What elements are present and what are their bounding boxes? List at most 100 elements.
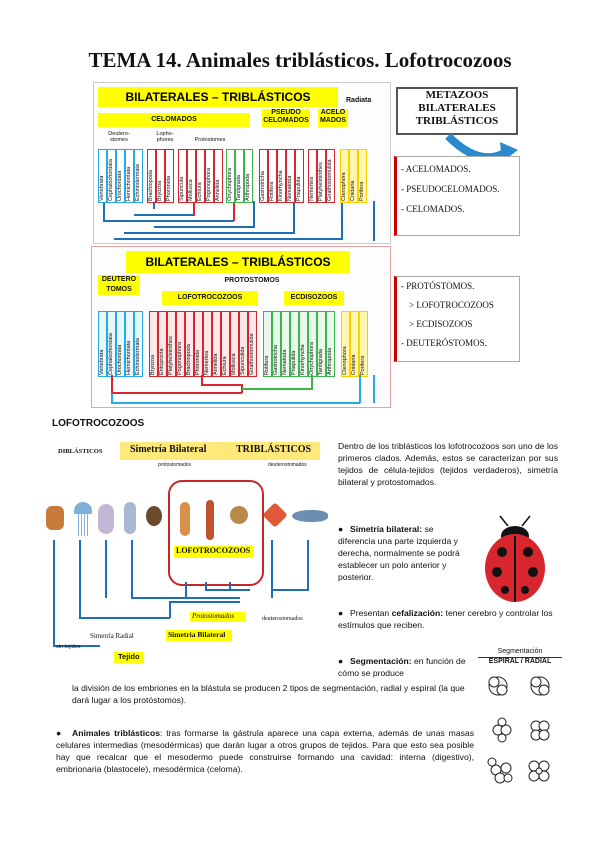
proto-label-bg bbox=[190, 612, 246, 622]
diagram2-column-label: Arthropoda bbox=[326, 311, 335, 377]
diagram2-column-label: Hemichordata bbox=[125, 311, 134, 377]
celoma-item-3: - CELOMADOS. bbox=[401, 204, 465, 214]
cef-label: cefalización: bbox=[391, 608, 444, 618]
metazoos-line-1: METAZOOS bbox=[425, 89, 489, 101]
diagram2-column-label: Sipunculida bbox=[239, 311, 248, 377]
proto-item-3: > ECDISOZOOS bbox=[409, 319, 473, 329]
diagram3-dib: DIBLÁSTICOS bbox=[58, 448, 103, 455]
diagram2-tree bbox=[111, 375, 375, 404]
diagram2-column-label: Urochordata bbox=[116, 311, 125, 377]
celoma-list: - ACELOMADOS. - PSEUDOCELOMADOS. - CELOM… bbox=[394, 156, 520, 236]
seg-label: Segmentación: bbox=[350, 656, 412, 666]
proto-item-1: - PROTÓSTOMOS. bbox=[401, 281, 475, 291]
diagram1-celomados: CELOMADOS bbox=[98, 113, 250, 127]
sim-label: Simetría bilateral: bbox=[350, 524, 423, 534]
diagram1-column-label: Platyhelminthes bbox=[317, 149, 326, 203]
diagram1-column-label: Cephalochordata bbox=[107, 149, 116, 203]
sponge-icon bbox=[46, 506, 64, 530]
diagram3-sub-proto: protostomados bbox=[158, 462, 192, 468]
seg-fig-sub: ESPIRAL / RADIAL bbox=[478, 657, 562, 665]
proto-item-4: - DEUTERÓSTOMOS. bbox=[401, 338, 487, 348]
diagram1-column-label: Kinorhyncha bbox=[277, 149, 286, 203]
diagram3-header-a: Simetría Bilateral bbox=[130, 444, 207, 455]
diagram2-column-label: Gastrotricha bbox=[272, 311, 281, 377]
bullet-dot-icon: ● bbox=[338, 524, 344, 534]
diagram1-pseudocelomados: PSEUDO CELOMADOS bbox=[262, 109, 310, 127]
diagram1-subgroup-proto: Protostomes bbox=[194, 137, 226, 143]
diagram2-proto: PROTOSTOMOS bbox=[224, 277, 280, 284]
diagram3-sin-tejido: sin tejidos bbox=[56, 644, 81, 650]
sim-text: se diferencia una parte izquierda y dere… bbox=[338, 524, 460, 582]
jellyfish-tentacles-icon bbox=[78, 514, 88, 536]
diagram2-column-label: Pogonophora bbox=[176, 311, 185, 377]
diagram3-header-bg bbox=[120, 442, 320, 460]
diagram1-column-label: Ctenophora bbox=[340, 149, 349, 203]
seg-text-2: la división de los embriones en la blást… bbox=[72, 683, 465, 705]
celoma-item-1: - ACELOMADOS. bbox=[401, 164, 471, 174]
diagram1-subgroup-lopho: Lopho- phores bbox=[156, 131, 174, 143]
diagram1-header: BILATERALES – TRIBLÁSTICOS bbox=[98, 87, 338, 107]
diagram1-column-label: Mollusca bbox=[187, 149, 196, 203]
diagram2-column-label: Echinodermata bbox=[134, 311, 143, 377]
diagram1-column-label: Vertebrata bbox=[98, 149, 107, 203]
bullet-segmentacion: ●Segmentación: en función de cómo se pro… bbox=[338, 655, 470, 679]
coral-icon bbox=[98, 504, 114, 534]
diagram2-column-label: Annelida bbox=[212, 311, 221, 377]
starfish-icon bbox=[262, 502, 288, 528]
diagram1-acelomados: ACELO MADOS bbox=[318, 109, 348, 127]
diagram1-column-label: Annelida bbox=[214, 149, 223, 203]
lofo-label-bg bbox=[174, 546, 254, 558]
diagram1-column-label: Brachiopoda bbox=[147, 149, 156, 203]
trib-text: : tras formarse la gástrula aparece una … bbox=[56, 728, 474, 774]
diagram1-column-label: Porifera bbox=[358, 149, 367, 203]
diagram3-header-b: TRIBLÁSTICOS bbox=[236, 444, 312, 455]
insect-icon bbox=[146, 506, 162, 526]
tejido-bg bbox=[114, 652, 144, 663]
metazoos-box: METAZOOS BILATERALES TRIBLÁSTICOS bbox=[396, 87, 518, 135]
squid-icon bbox=[124, 502, 136, 534]
intro-text: Dentro de los triblásticos los lofotroco… bbox=[338, 441, 558, 487]
diagram2-column-label: Cnidaria bbox=[350, 311, 359, 377]
diagram3-sub-deutero: deuterostomados bbox=[268, 462, 307, 468]
diagram2-column-label: Tardigrada bbox=[317, 311, 326, 377]
diagram1-column-label: Phoronida bbox=[165, 149, 174, 203]
jellyfish-icon bbox=[74, 502, 92, 514]
diagram2-column-label: Brachiopoda bbox=[185, 311, 194, 377]
diagram3-sim-radial: Simetría Radial bbox=[90, 632, 134, 640]
bullet-simetria: ● Simetría bilateral: se diferencia una p… bbox=[338, 523, 470, 583]
protostomos-list: - PROTÓSTOMOS. > LOFOTROCOZOOS > ECDISOZ… bbox=[394, 276, 520, 362]
diagram1-column-label: Priapulida bbox=[295, 149, 304, 203]
snail-icon bbox=[230, 506, 248, 524]
diagram1-column-label: Tardigrada bbox=[235, 149, 244, 203]
cef-text: tener cerebro y controlar los estímulos … bbox=[338, 608, 553, 630]
diagram1-radiata: Radiata bbox=[346, 97, 372, 104]
diagram2-column-label: Rotifera bbox=[263, 311, 272, 377]
diagram-bilaterales-1: BILATERALES – TRIBLÁSTICOS Radiata CELOM… bbox=[93, 82, 391, 244]
diagram2-column-label: Onychophora bbox=[308, 311, 317, 377]
diagram1-column-label: Gnathostomulida bbox=[326, 149, 335, 203]
diagram1-column-label: Pogonophora bbox=[205, 149, 214, 203]
diagram-lofotrocozoos: DIBLÁSTICOS Simetría Bilateral TRIBLÁSTI… bbox=[40, 440, 330, 666]
diagram2-column-label: Priapulida bbox=[290, 311, 299, 377]
diagram1-column-label: Onychophora bbox=[226, 149, 235, 203]
diagram2-column-label: Nemertea bbox=[203, 311, 212, 377]
bullet-cefalizacion: ●Presentan cefalización: tener cerebro y… bbox=[338, 607, 558, 631]
diagram1-subgroup-deutero: Deutero- stomes bbox=[108, 131, 130, 143]
page-title: TEMA 14. Animales triblásticos. Lofotroc… bbox=[88, 48, 512, 72]
section-title: LOFOTROCOZOOS bbox=[52, 418, 145, 429]
bullet-triblasticos: ●Animales triblásticos: tras formarse la… bbox=[56, 727, 474, 775]
diagram2-header: BILATERALES – TRIBLÁSTICOS bbox=[126, 251, 350, 273]
metazoos-line-3: TRIBLÁSTICOS bbox=[415, 115, 499, 127]
diagram1-column-label: Nematoda bbox=[286, 149, 295, 203]
celoma-item-2: - PSEUDOCELOMADOS. bbox=[401, 184, 500, 194]
diagram-bilaterales-2: BILATERALES – TRIBLÁSTICOS DEUTERO TOMOS… bbox=[91, 246, 391, 408]
fish-icon bbox=[292, 510, 328, 522]
segmentation-embryos bbox=[487, 676, 550, 784]
diagram2-column-label: Cephalochordata bbox=[107, 311, 116, 377]
ladybug-icon bbox=[485, 515, 545, 602]
diagram1-column-label: Echiura bbox=[196, 149, 205, 203]
diagram1-column-label: Nemertea bbox=[308, 149, 317, 203]
seg-text-1: en función de cómo se produce bbox=[338, 656, 466, 678]
diagram3-tejido: Tejido bbox=[118, 652, 140, 661]
proto-item-2: > LOFOTROCOZOOS bbox=[409, 300, 494, 310]
